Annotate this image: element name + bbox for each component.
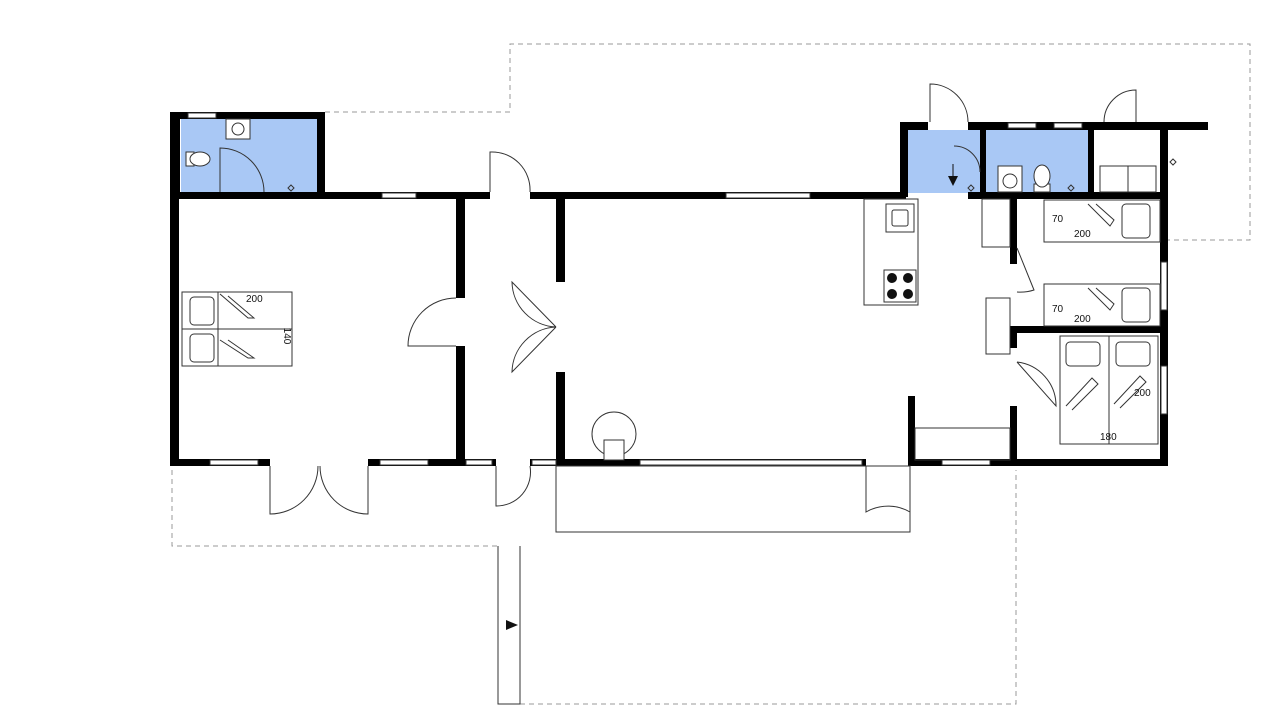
outdoor-outlines [171, 43, 1251, 705]
door-bedroom-double [1016, 361, 1057, 408]
bed-width-label: 70 [1052, 304, 1064, 315]
bed-single-mid: 70 200 [1043, 283, 1161, 327]
bed-width-label: 140 [281, 328, 292, 345]
path-arrow [506, 620, 518, 630]
bed-length-label: 200 [1074, 314, 1091, 325]
door-hall-living-1 [511, 280, 557, 328]
bed-double-right: 200 180 [1059, 335, 1159, 445]
bed-width-label: 180 [1100, 432, 1117, 443]
cabinet-1 [981, 198, 1011, 248]
doors [219, 83, 1137, 515]
terrace [555, 465, 911, 533]
door-terrace-right [319, 465, 369, 515]
windows [187, 112, 1168, 466]
door-hall-living-2 [511, 326, 557, 374]
annex-storage [1099, 165, 1157, 193]
bed-double-left: 200 140 [181, 291, 293, 367]
door-living-terrace [865, 466, 911, 513]
door-right-bath-top [929, 83, 969, 123]
door-hall-top [489, 151, 531, 193]
door-left-bath [219, 147, 265, 193]
cabinet-2 [985, 297, 1011, 355]
low-shelf [914, 427, 1011, 461]
bed-single-top: 70 200 [1043, 199, 1161, 243]
entry-arrow [948, 176, 958, 186]
bed-width-label: 70 [1052, 214, 1064, 225]
bed-length-label: 200 [1134, 388, 1151, 399]
door-annex [1103, 89, 1137, 123]
bed-length-label: 200 [246, 294, 263, 305]
bed-length-label: 200 [1074, 229, 1091, 240]
kitchen [863, 198, 919, 306]
living-items [497, 198, 1011, 705]
door-hall-bottom [495, 465, 532, 507]
door-bedroom-left [407, 297, 457, 347]
door-terrace-left [269, 465, 319, 515]
bath-fixtures [185, 118, 1177, 193]
door-bedroom-single [1016, 247, 1035, 293]
sink-left [225, 118, 251, 140]
door-right-bath-inner [953, 145, 981, 173]
kitchen-sink [885, 203, 915, 233]
